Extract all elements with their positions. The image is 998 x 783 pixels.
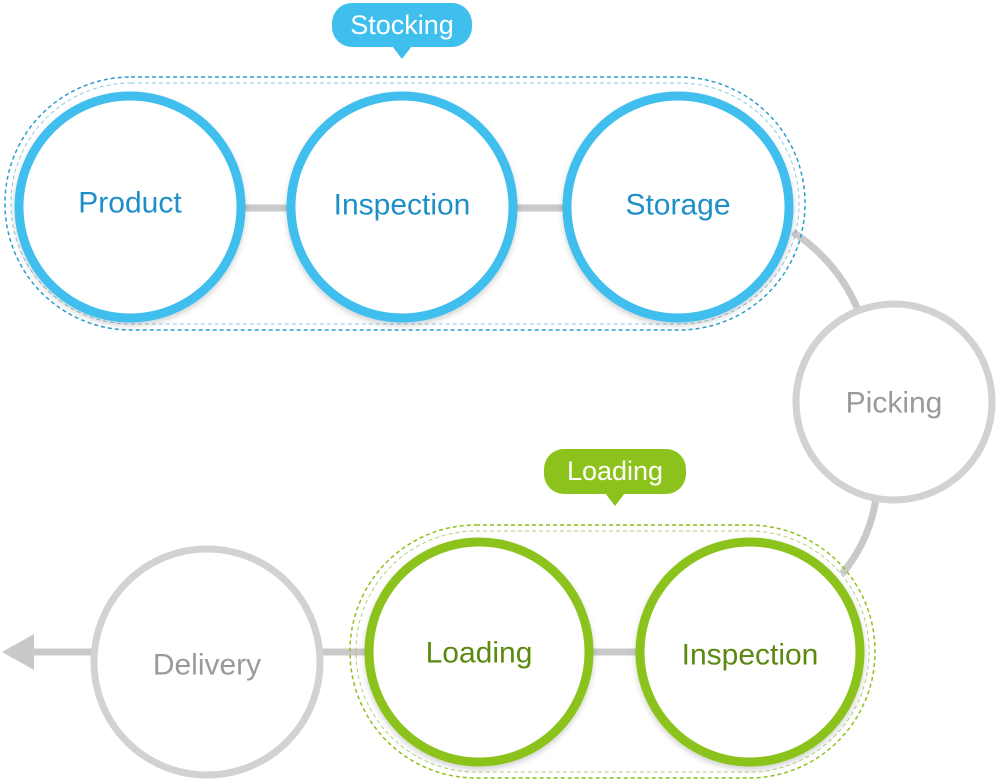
node-product-ring	[14, 91, 246, 323]
node-delivery: Delivery	[90, 545, 324, 779]
node-picking: Picking	[792, 300, 996, 504]
loading-badge: Loading	[544, 449, 686, 506]
stocking-badge-bg	[332, 3, 472, 47]
node-loading-ring	[364, 537, 594, 767]
node-product: Product	[14, 91, 246, 323]
node-inspection-stocking-label: Inspection	[334, 189, 471, 222]
connector-picking-inspection	[839, 497, 880, 577]
loading-badge-pointer	[605, 493, 625, 506]
stocking-badge-pointer	[392, 46, 412, 59]
connectors	[30, 204, 880, 656]
node-picking-label: Picking	[846, 387, 943, 420]
node-inspection-loading: Inspection	[635, 537, 865, 767]
arrow-left-icon	[2, 634, 34, 670]
node-delivery-label: Delivery	[153, 649, 261, 682]
node-product-label: Product	[78, 187, 182, 220]
node-delivery-ring	[90, 545, 324, 779]
node-storage: Storage	[562, 91, 794, 323]
loading-badge-bg	[544, 449, 686, 494]
stocking-badge: Stocking	[332, 3, 472, 59]
node-storage-label: Storage	[625, 189, 730, 222]
stocking-group-outline	[4, 76, 806, 331]
node-loading: Loading	[364, 537, 594, 767]
node-inspection-loading-ring	[635, 537, 865, 767]
loading-group-outline	[349, 524, 876, 779]
node-inspection-stocking-ring	[286, 91, 518, 323]
connector-storage-picking	[791, 229, 862, 312]
loading-group-outline-inner	[355, 530, 870, 773]
node-inspection-stocking: Inspection	[286, 91, 518, 323]
loading-group: Loading Inspection Loading	[349, 449, 876, 779]
node-storage-ring	[562, 91, 794, 323]
loading-badge-label: Loading	[567, 456, 663, 486]
node-inspection-loading-label: Inspection	[682, 639, 819, 672]
node-loading-label: Loading	[426, 637, 533, 670]
node-picking-ring	[792, 300, 996, 504]
stocking-badge-label: Stocking	[350, 10, 454, 40]
stocking-group-outline-inner	[10, 82, 800, 325]
stocking-group: Product Inspection Storage Stocking	[4, 3, 806, 331]
